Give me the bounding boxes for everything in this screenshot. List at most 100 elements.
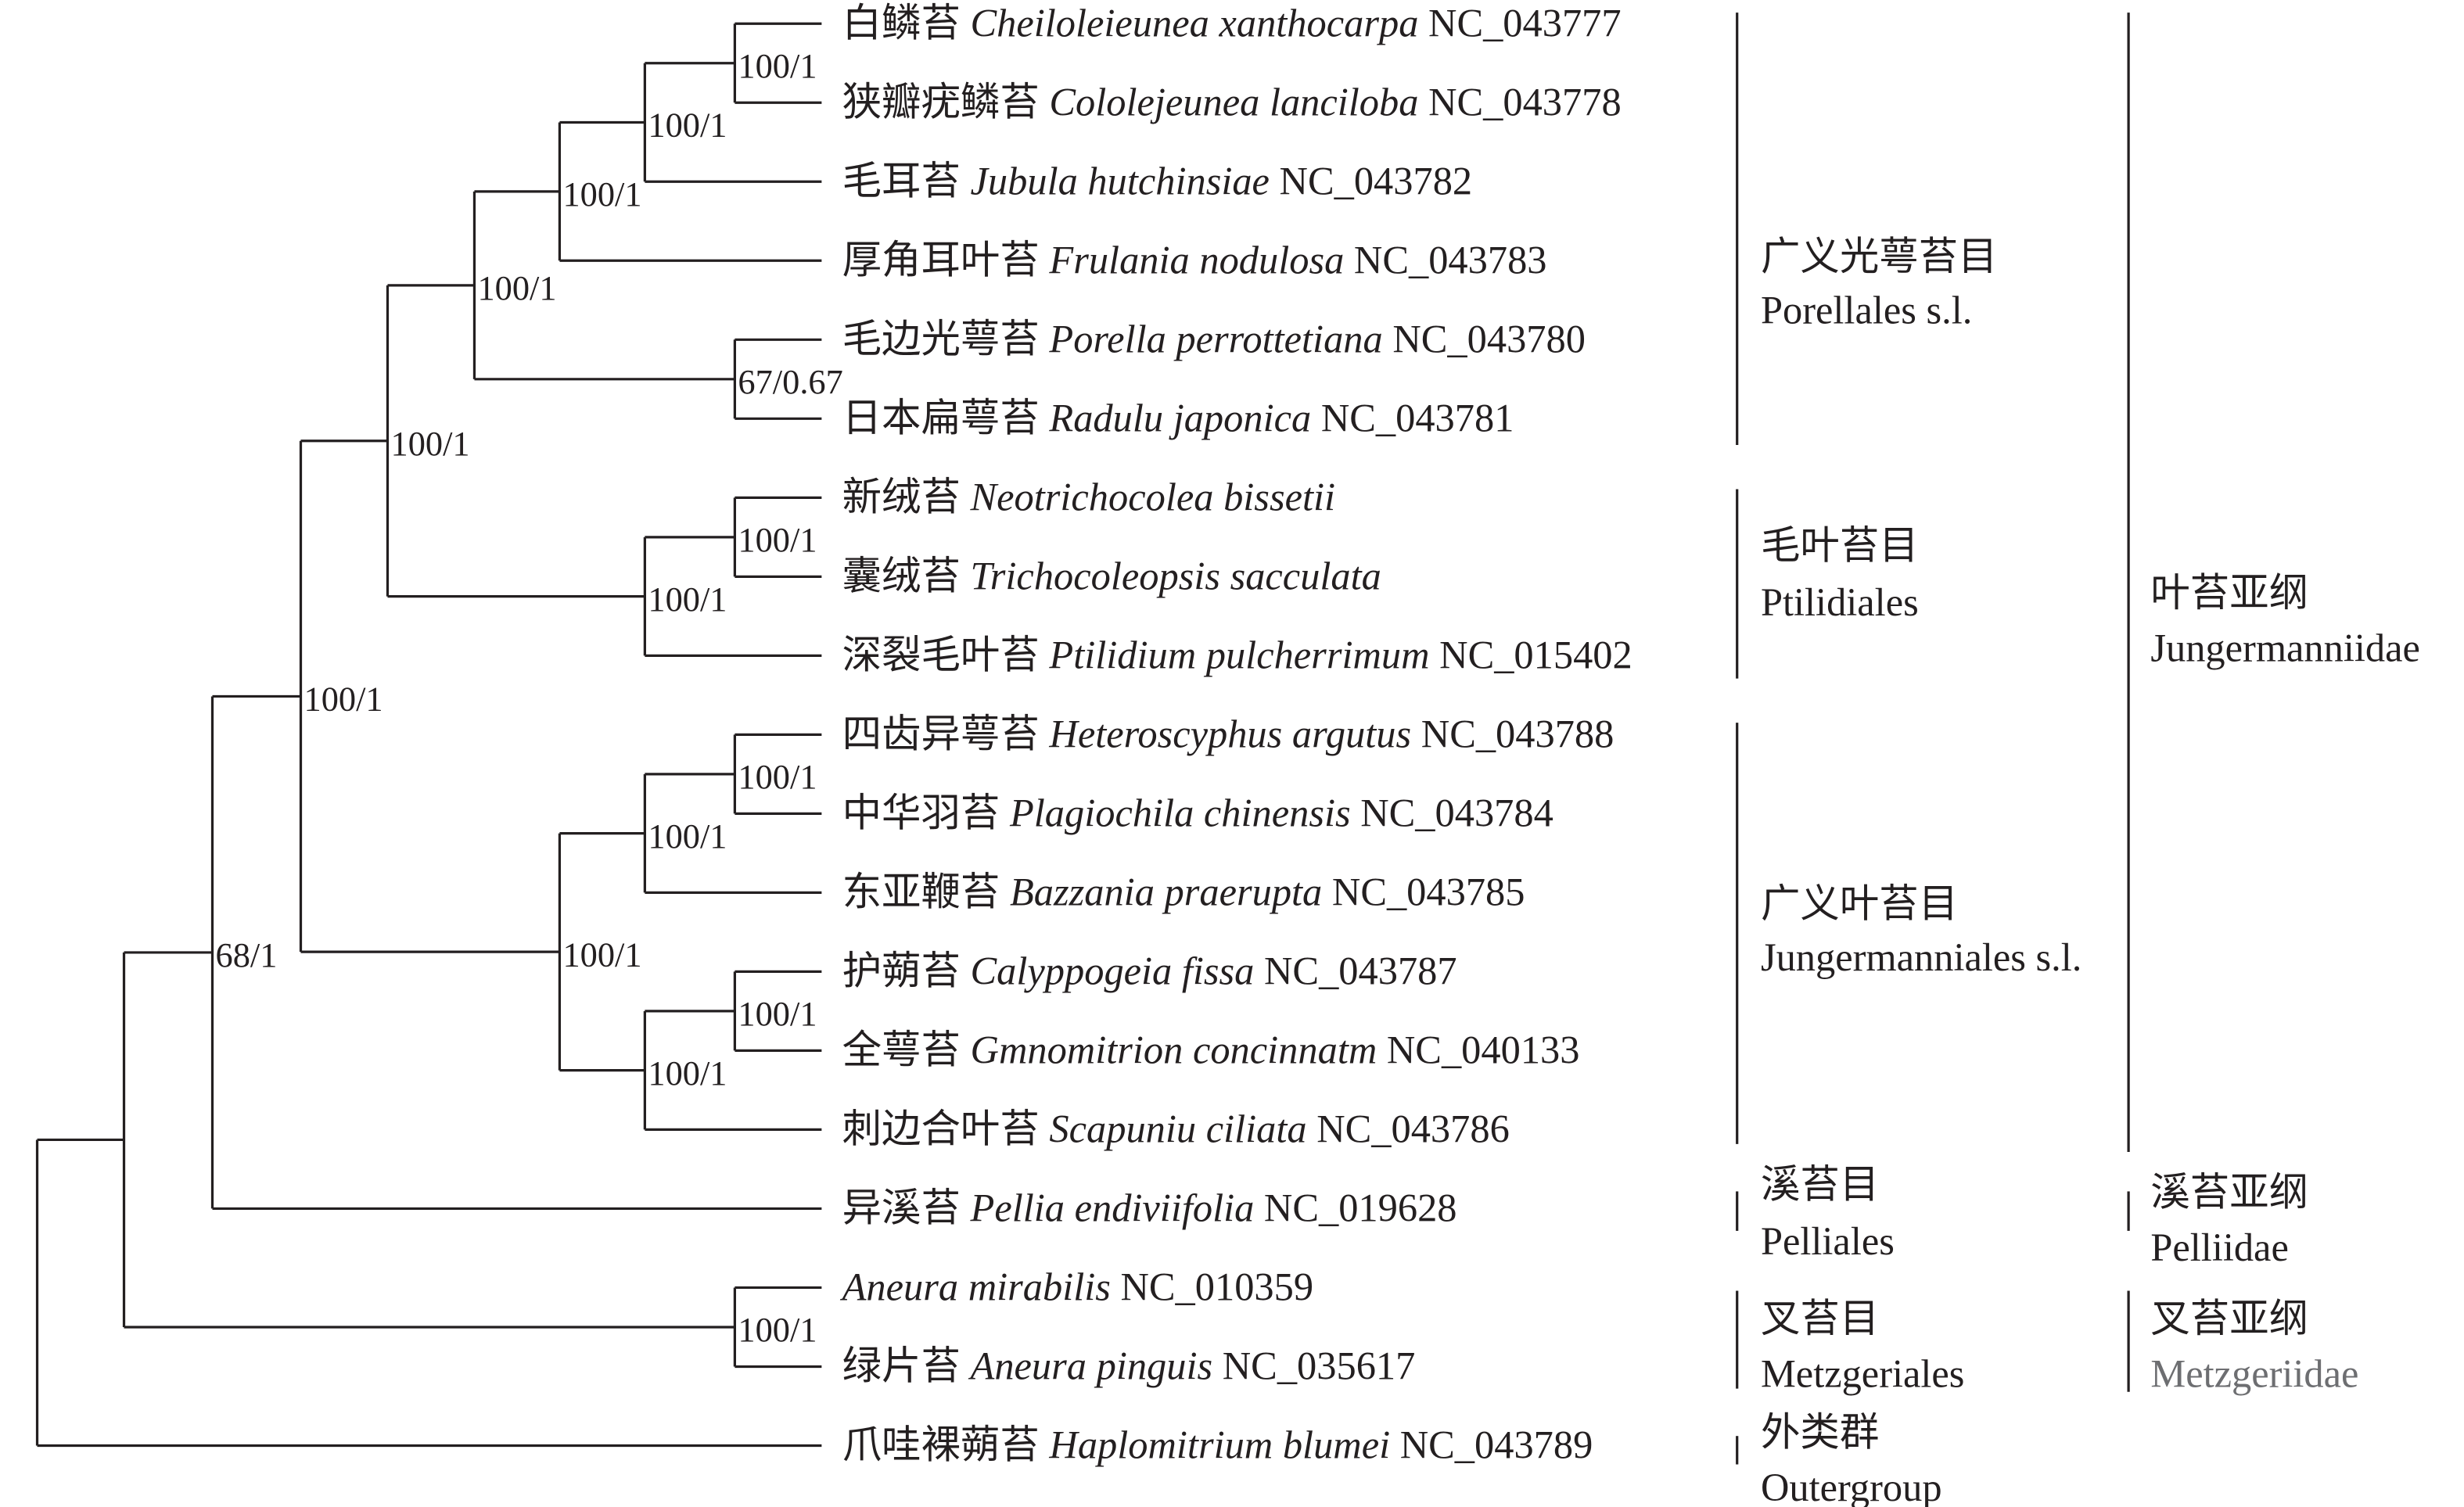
leaf-cn: 毛边光萼苔	[842, 317, 1040, 361]
leaf-label: 爪哇裸蒴苔 Haplomitrium blumei NC_043789	[842, 1423, 1593, 1467]
order-name-cn: 外类群	[1761, 1410, 1879, 1454]
leaf-acc: NC_015402	[1430, 633, 1632, 676]
leaf-latin: Porella perrottetiana	[1040, 317, 1383, 361]
leaf-acc: NC_043785	[1322, 870, 1525, 914]
order-name-en: Ptilidiales	[1761, 580, 1919, 624]
leaf-cn: 护蒴苔	[842, 949, 961, 993]
leaf-latin: Frulania nodulosa	[1040, 238, 1345, 282]
leaf-cn: 毛耳苔	[842, 159, 961, 203]
leaf-label: 中华羽苔 Plagiochila chinensis NC_043784	[842, 791, 1553, 835]
leaf-latin: Scapuniu ciliata	[1040, 1107, 1307, 1151]
leaf-label: 四齿异萼苔 Heteroscyphus argutus NC_043788	[842, 712, 1615, 756]
subclass-name-en: Jungermanniidae	[2150, 626, 2420, 669]
leaf-cn: 新绒苔	[842, 475, 961, 518]
leaf-label: 护蒴苔 Calyppogeia fissa NC_043787	[842, 949, 1457, 993]
leaf-acc: NC_043782	[1270, 159, 1472, 203]
leaf-acc: NC_040133	[1377, 1028, 1579, 1072]
subclass-name-cn: 溪苔亚纲	[2150, 1171, 2308, 1215]
leaf-latin: Cololejeunea lanciloba	[1040, 80, 1419, 124]
leaf-cn: 中华羽苔	[842, 791, 1000, 835]
support-value-I: 100/1	[738, 757, 817, 796]
support-value-L: 100/1	[648, 1053, 727, 1093]
leaf-label: 新绒苔 Neotrichocolea bissetii	[842, 475, 1335, 518]
leaf-cn: 厚角耳叶苔	[842, 238, 1040, 282]
leaf-acc: NC_043788	[1411, 712, 1614, 756]
support-value-A: 100/1	[738, 46, 817, 85]
leaf-latin: Ptilidium pulcherrimum	[1040, 633, 1430, 676]
subclass-name-cn: 叉苔亚纲	[2150, 1297, 2308, 1340]
leaf-cn: 异溪苔	[842, 1186, 961, 1230]
leaf-cn: 爪哇裸蒴苔	[842, 1423, 1040, 1467]
order-name-en: Jungermanniales s.l.	[1761, 935, 2081, 979]
leaf-acc: NC_043789	[1390, 1423, 1593, 1467]
leaf-label: 狭瓣疣鳞苔 Cololejeunea lanciloba NC_043778	[842, 80, 1622, 124]
support-value-P: 100/1	[738, 1310, 817, 1349]
leaf-label: 白鳞苔 Cheiloleieunea xanthocarpa NC_043777	[842, 1, 1622, 45]
leaf-label: 异溪苔 Pellia endiviifolia NC_019628	[842, 1186, 1457, 1230]
support-value-D: 67/0.67	[738, 362, 842, 401]
support-value-O: 68/1	[216, 935, 278, 974]
leaf-cn: 刺边合叶苔	[842, 1107, 1040, 1151]
leaf-cn: 日本扁萼苔	[842, 396, 1040, 440]
subclass-name-en: Pelliidae	[2150, 1225, 2288, 1269]
leaf-acc: NC_019628	[1254, 1186, 1456, 1230]
leaf-label: 刺边合叶苔 Scapuniu ciliata NC_043786	[842, 1107, 1510, 1151]
leaf-acc: NC_043786	[1307, 1107, 1510, 1151]
leaf-acc: NC_043781	[1311, 396, 1514, 440]
order-name-en: Porellales s.l.	[1761, 289, 1972, 332]
leaf-label: 东亚鞭苔 Bazzania praerupta NC_043785	[842, 870, 1525, 914]
subclass-name-cn: 叶苔亚纲	[2150, 571, 2308, 615]
support-value-M: 100/1	[562, 935, 641, 974]
leaf-latin: Gmnomitrion concinnatm	[961, 1028, 1377, 1072]
leaf-cn: 狭瓣疣鳞苔	[842, 80, 1040, 124]
leaf-acc: NC_010359	[1111, 1265, 1313, 1309]
leaf-latin: Trichocoleopsis sacculata	[961, 554, 1381, 597]
leaf-acc: NC_043780	[1383, 317, 1586, 361]
leaf-label: 日本扁萼苔 Radulu japonica NC_043781	[842, 396, 1514, 440]
support-value-C: 100/1	[562, 174, 641, 213]
leaf-cn: 全萼苔	[842, 1028, 961, 1072]
order-name-cn: 广义叶苔目	[1761, 881, 1958, 925]
support-value-B: 100/1	[648, 106, 727, 145]
support-value-E: 100/1	[477, 268, 556, 307]
order-name-en: Pelliales	[1761, 1219, 1895, 1263]
support-value-G: 100/1	[648, 579, 727, 619]
leaf-label: 厚角耳叶苔 Frulania nodulosa NC_043783	[842, 238, 1547, 282]
leaf-label: 绿片苔 Aneura pinguis NC_035617	[842, 1344, 1416, 1388]
leaf-acc: NC_043778	[1418, 80, 1621, 124]
leaf-latin: Heteroscyphus argutus	[1040, 712, 1411, 756]
leaf-cn: 白鳞苔	[842, 1, 961, 45]
leaf-acc: NC_043783	[1344, 238, 1546, 282]
leaf-label: 毛边光萼苔 Porella perrottetiana NC_043780	[842, 317, 1586, 361]
support-value-K: 100/1	[738, 994, 817, 1033]
leaf-cn: 深裂毛叶苔	[842, 633, 1040, 676]
leaf-acc: NC_043777	[1418, 1, 1621, 45]
support-value-H: 100/1	[391, 424, 470, 463]
leaf-label: 囊绒苔 Trichocoleopsis sacculata	[842, 554, 1381, 597]
leaf-latin: Jubula hutchinsiae	[961, 159, 1270, 203]
leaf-cn: 四齿异萼苔	[842, 712, 1040, 756]
leaf-latin: Calyppogeia fissa	[961, 949, 1254, 993]
leaf-label: 毛耳苔 Jubula hutchinsiae NC_043782	[842, 159, 1473, 203]
support-value-N: 100/1	[304, 680, 383, 719]
support-value-F: 100/1	[738, 520, 817, 559]
support-value-J: 100/1	[648, 816, 727, 856]
order-name-cn: 毛叶苔目	[1761, 523, 1919, 567]
leaf-latin: Radulu japonica	[1040, 396, 1311, 440]
leaf-latin: Aneura mirabilis	[840, 1265, 1111, 1309]
leaf-label: 深裂毛叶苔 Ptilidium pulcherrimum NC_015402	[842, 633, 1632, 676]
leaf-cn: 绿片苔	[842, 1344, 961, 1388]
order-name-cn: 广义光萼苔目	[1761, 235, 1998, 278]
leaf-latin: Neotrichocolea bissetii	[961, 475, 1335, 518]
leaf-cn: 囊绒苔	[842, 554, 961, 597]
leaf-label: 全萼苔 Gmnomitrion concinnatm NC_040133	[842, 1028, 1580, 1072]
leaf-label: Aneura mirabilis NC_010359	[840, 1265, 1313, 1309]
leaf-latin: Pellia endiviifolia	[961, 1186, 1254, 1230]
subclass-name-en: Metzgeriidae	[2150, 1352, 2358, 1396]
leaf-latin: Aneura pinguis	[961, 1344, 1212, 1388]
leaf-latin: Haplomitrium blumei	[1040, 1423, 1390, 1467]
order-name-en: Outergroup	[1761, 1466, 1942, 1507]
leaf-latin: Plagiochila chinensis	[1000, 791, 1350, 835]
leaf-acc: NC_043787	[1254, 949, 1456, 993]
